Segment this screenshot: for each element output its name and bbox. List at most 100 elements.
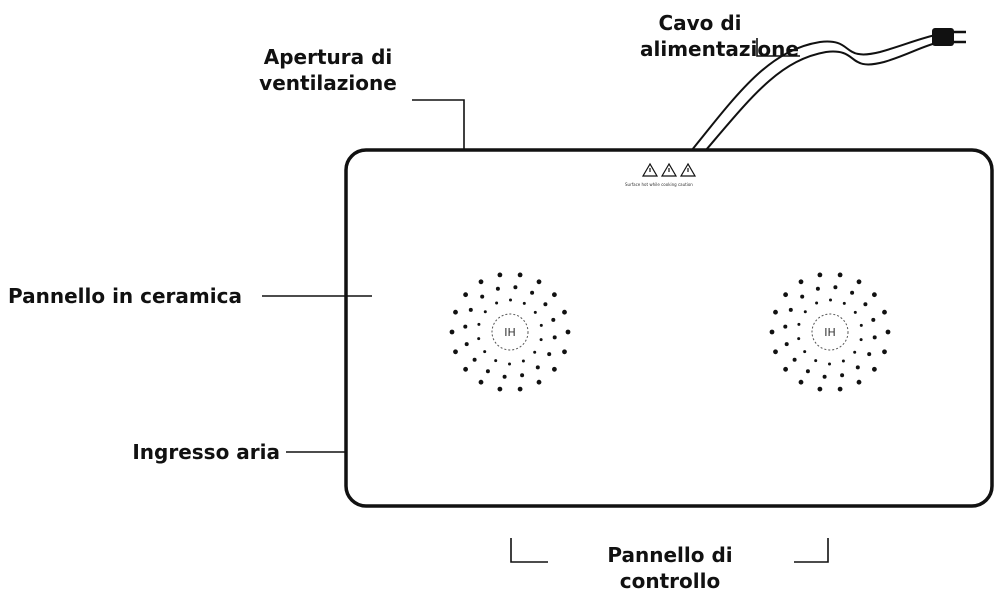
burner-dot bbox=[853, 350, 857, 354]
burner-dot bbox=[552, 292, 557, 298]
label-ceramic-panel: Pannello in ceramica bbox=[8, 284, 242, 308]
burner-dot bbox=[867, 352, 872, 357]
burner-dot bbox=[453, 309, 458, 315]
leader-control-right bbox=[794, 538, 829, 563]
burner-dot bbox=[472, 357, 477, 362]
label-air-inlet: Ingresso aria bbox=[132, 440, 280, 464]
burner-dot bbox=[480, 294, 485, 299]
burner-dot bbox=[520, 373, 525, 378]
burner-dot bbox=[552, 366, 557, 372]
burner-dot bbox=[535, 365, 540, 370]
burner-dot bbox=[495, 286, 500, 291]
burner-dot bbox=[485, 369, 490, 374]
burner-dot bbox=[814, 359, 818, 363]
burner-dot bbox=[453, 349, 458, 355]
burner-dot bbox=[797, 337, 801, 341]
burner-dot bbox=[871, 317, 876, 322]
burner-dot bbox=[521, 359, 525, 363]
label-control-panel-line2: controllo bbox=[619, 569, 721, 593]
burner-dot bbox=[478, 379, 484, 385]
leader-control-left bbox=[510, 538, 548, 563]
burner-dot bbox=[850, 290, 855, 295]
burner-dot bbox=[822, 374, 827, 379]
burner-dot bbox=[522, 301, 526, 305]
burner-dot bbox=[539, 323, 543, 327]
burner-dot bbox=[463, 324, 468, 329]
burner-dot bbox=[530, 290, 535, 295]
plug-icon bbox=[932, 28, 966, 46]
burner-dot bbox=[539, 338, 543, 342]
burner-left: IH bbox=[449, 272, 571, 392]
label-control-panel-line1: Pannello di bbox=[607, 543, 733, 567]
burner-mark: IH bbox=[504, 326, 516, 339]
burner-dot bbox=[468, 307, 473, 312]
burner-dot bbox=[800, 294, 805, 299]
label-power-cord-line1: Cavo di bbox=[658, 11, 742, 35]
burner-dot bbox=[853, 310, 857, 314]
burner-dot bbox=[872, 335, 877, 340]
burner-dot bbox=[783, 324, 788, 329]
burner-dot bbox=[797, 322, 801, 326]
burner-dot bbox=[783, 292, 788, 298]
burner-dot bbox=[508, 362, 511, 366]
label-power-cord-line2: alimentazione bbox=[640, 37, 799, 61]
leader-vent bbox=[412, 99, 465, 150]
burner-dot bbox=[773, 349, 778, 355]
burner-dot bbox=[517, 386, 523, 392]
burner-dot bbox=[784, 342, 789, 347]
burner-dot bbox=[788, 307, 793, 312]
burner-dot bbox=[885, 329, 891, 335]
burner-dot bbox=[803, 350, 807, 354]
burner-dot bbox=[551, 317, 556, 322]
label-vent-line1: Apertura di bbox=[263, 45, 393, 69]
burner-dot bbox=[837, 272, 843, 278]
warning-text: Surface hot while cooking caution bbox=[625, 182, 693, 187]
burner-dot bbox=[842, 301, 846, 305]
burner-dot bbox=[477, 322, 481, 326]
warning-icons bbox=[641, 162, 697, 177]
burner-dot bbox=[478, 279, 484, 285]
label-vent-line2: ventilazione bbox=[259, 71, 397, 95]
label-control-panel: Pannello di controllo bbox=[580, 542, 760, 594]
burner-dot bbox=[783, 366, 788, 372]
cooktop-body bbox=[344, 148, 994, 508]
burner-dot bbox=[477, 337, 481, 341]
burner-dot bbox=[863, 302, 868, 307]
burner-dot bbox=[463, 292, 468, 298]
burner-dot bbox=[547, 352, 552, 357]
burner-dot bbox=[562, 349, 567, 355]
burner-dot bbox=[533, 310, 537, 314]
burner-dot bbox=[872, 292, 877, 298]
burner-dot bbox=[829, 298, 832, 302]
burner-dot bbox=[833, 285, 838, 290]
burner-dot bbox=[552, 335, 557, 340]
burner-right: IH bbox=[769, 272, 891, 392]
burner-dot bbox=[856, 279, 862, 285]
burner-dot bbox=[464, 342, 469, 347]
burner-dot bbox=[494, 359, 498, 363]
burner-dot bbox=[837, 386, 843, 392]
burner-dot bbox=[855, 365, 860, 370]
burner-dot bbox=[483, 350, 487, 354]
burner-dot bbox=[565, 329, 571, 335]
burner-dot bbox=[882, 349, 887, 355]
burner-dot bbox=[495, 301, 499, 305]
burner-dot bbox=[769, 329, 775, 335]
burner-dot bbox=[872, 366, 877, 372]
burner-dot bbox=[517, 272, 523, 278]
burner-dot bbox=[841, 359, 845, 363]
warning-icon bbox=[641, 162, 659, 177]
leader-lines bbox=[262, 38, 829, 563]
burner-dot bbox=[497, 386, 503, 392]
burner-dot bbox=[536, 279, 542, 285]
burner-dot bbox=[815, 301, 819, 305]
burner-dot bbox=[449, 329, 455, 335]
burner-dot bbox=[798, 379, 804, 385]
power-cord bbox=[691, 33, 941, 151]
burner-dot bbox=[805, 369, 810, 374]
leader-power-cord bbox=[756, 38, 800, 57]
burner-dot bbox=[509, 298, 512, 302]
burner-dot bbox=[773, 309, 778, 315]
burner-dot bbox=[856, 379, 862, 385]
